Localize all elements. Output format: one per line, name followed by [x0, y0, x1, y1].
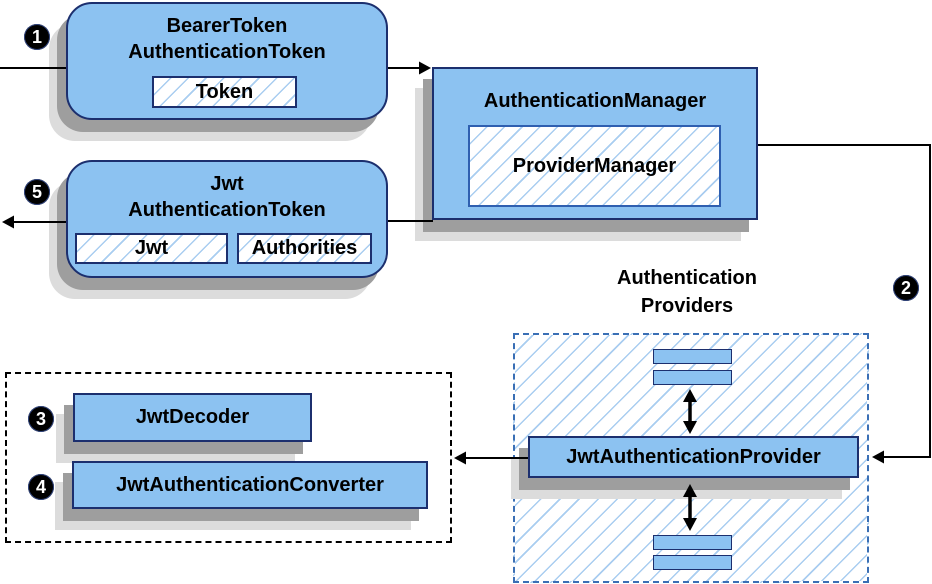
jwt-authentication-converter-node: JwtAuthenticationConverter: [72, 461, 428, 509]
provider-slot-bar: [653, 535, 732, 550]
jwt-chip-label: Jwt: [134, 237, 169, 259]
arrow-left-icon: [872, 450, 884, 464]
authentication-manager-node: AuthenticationManager ProviderManager: [432, 67, 758, 220]
authentication-manager-title: AuthenticationManager: [483, 90, 707, 112]
jwt-decoder-label: JwtDecoder: [135, 406, 250, 428]
authentication-providers-label: Authentication Providers: [577, 264, 797, 320]
provider-slot-bar: [653, 349, 732, 364]
jwt-decoder-node: JwtDecoder: [73, 393, 312, 442]
jwt-authentication-provider-label: JwtAuthenticationProvider: [566, 445, 821, 468]
arrow-left-icon: [454, 451, 466, 465]
step-2-badge: 2: [893, 275, 919, 301]
token-chip: Token: [152, 76, 297, 108]
step-3-badge: 3: [28, 406, 54, 432]
bearer-token-title-line2: AuthenticationToken: [128, 41, 326, 63]
jwt-authentication-provider-node: JwtAuthenticationProvider: [528, 436, 859, 478]
authorities-chip-label: Authorities: [251, 237, 358, 259]
jwt-token-title-line2: AuthenticationToken: [128, 199, 326, 221]
providers-label-line1: Authentication: [617, 267, 757, 289]
authorities-chip: Authorities: [237, 233, 372, 264]
jwt-token-title-line1: Jwt: [210, 173, 244, 195]
jwt-authentication-token-node: Jwt AuthenticationToken Jwt Authorities: [66, 160, 388, 278]
bearer-token-title-line1: BearerToken: [166, 15, 288, 37]
arrow-left-icon: [2, 215, 14, 229]
jwt-token-title: Jwt AuthenticationToken: [68, 171, 386, 223]
step-4-badge: 4: [28, 474, 54, 500]
bearer-token-authentication-token-node: BearerToken AuthenticationToken Token: [66, 2, 388, 120]
provider-slot-bar: [653, 370, 732, 385]
providers-label-line2: Providers: [640, 295, 734, 317]
bearer-token-title: BearerToken AuthenticationToken: [68, 13, 386, 65]
token-chip-label: Token: [195, 80, 254, 103]
jwt-authentication-converter-label: JwtAuthenticationConverter: [116, 473, 384, 496]
provider-manager-chip: ProviderManager: [468, 125, 721, 207]
jwt-chip: Jwt: [75, 233, 228, 264]
step-5-badge: 5: [24, 179, 50, 205]
provider-slot-bar: [653, 555, 732, 570]
arrow-right-icon: [419, 61, 431, 75]
provider-manager-label: ProviderManager: [512, 154, 677, 177]
step-1-badge: 1: [24, 24, 50, 50]
decoder-group-box: [5, 372, 452, 543]
